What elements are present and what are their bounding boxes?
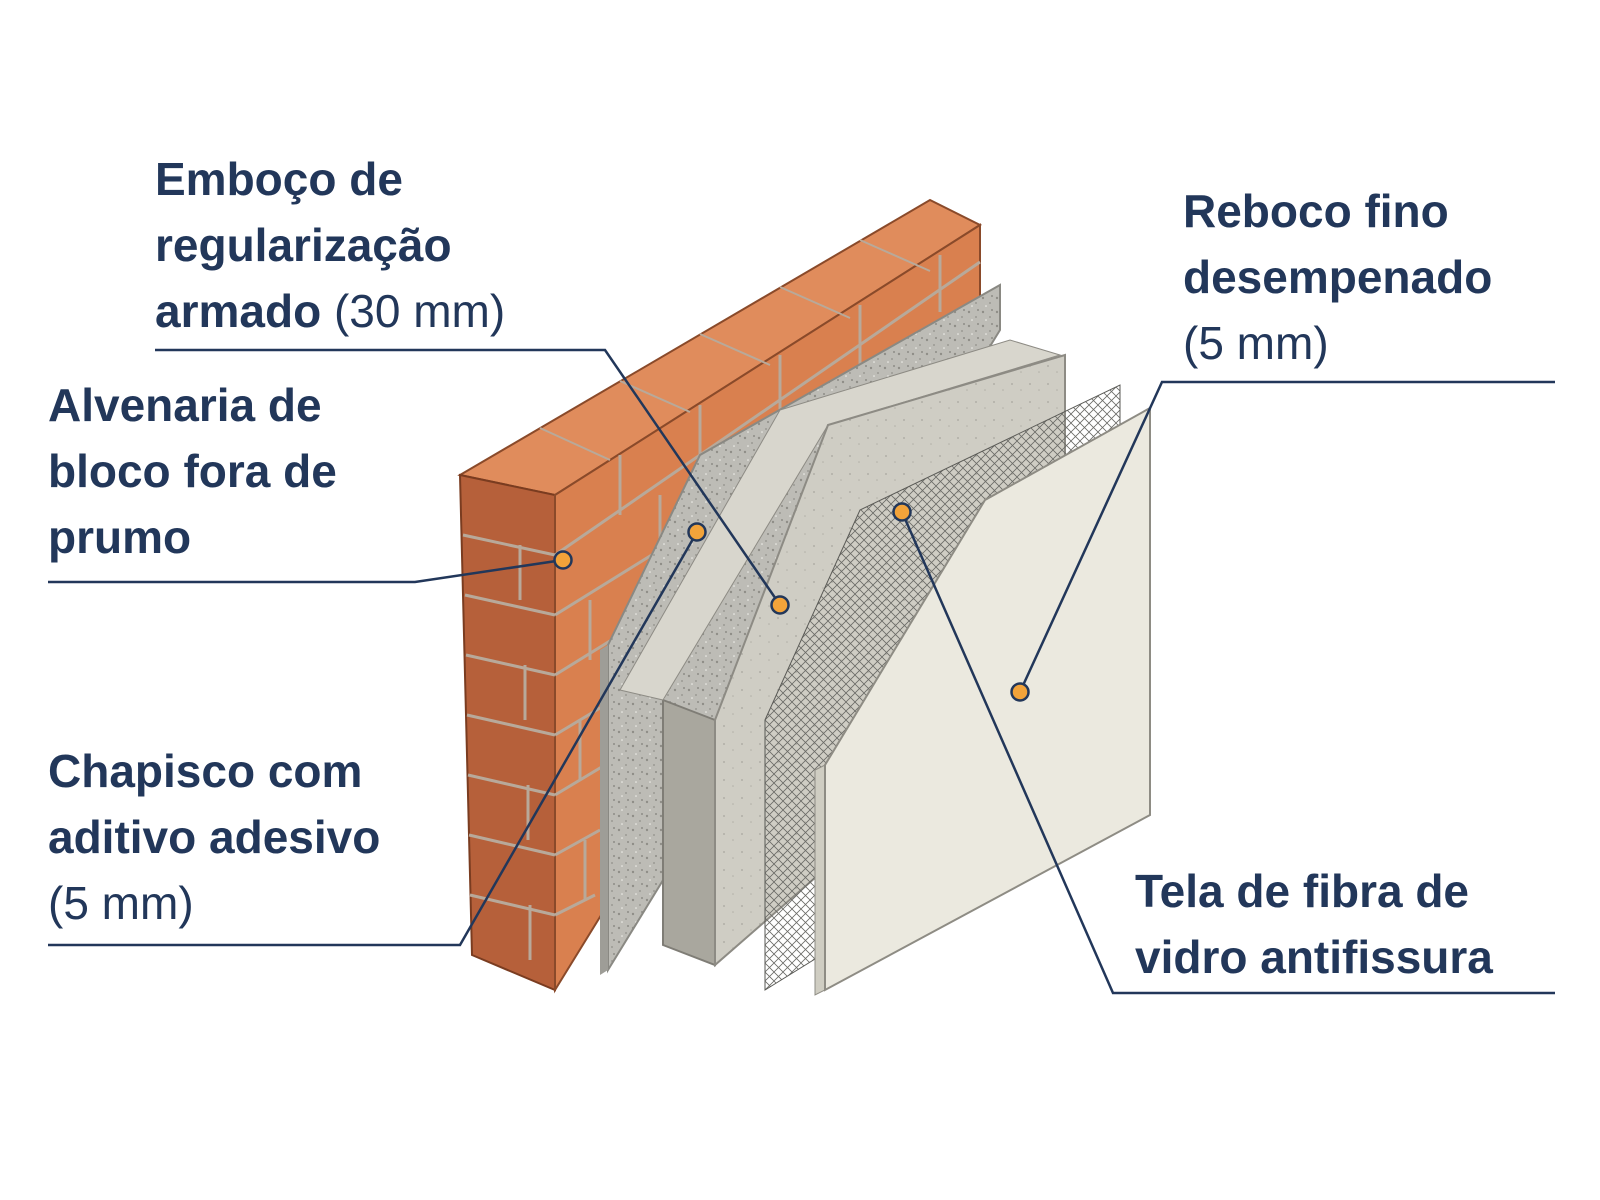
reboco-side: [814, 764, 826, 996]
layer-markers: [553, 502, 1030, 702]
leader-reboco: [1018, 380, 1555, 693]
label-chapisco-line2: aditivo adesivo: [48, 811, 381, 863]
label-emboco: Emboço de regularização armado (30 mm): [155, 146, 505, 344]
label-reboco: Reboco fino desempenado (5 mm): [1183, 178, 1492, 376]
label-tela-line1: Tela de fibra de: [1135, 865, 1470, 917]
label-tela-line2: vidro antifissura: [1135, 931, 1493, 983]
marker-chapisco: [687, 522, 707, 542]
chapisco-edge: [600, 645, 608, 975]
leader-alvenaria: [48, 558, 564, 584]
marker-tela: [892, 502, 912, 522]
brick-top-joints: [539, 239, 931, 461]
leader-tela: [900, 511, 1555, 995]
label-tela: Tela de fibra de vidro antifissura: [1135, 858, 1493, 990]
label-reboco-line1: Reboco fino: [1183, 185, 1449, 237]
label-emboco-line2: regularização: [155, 219, 452, 271]
label-alvenaria-line3: prumo: [48, 511, 192, 563]
emboco-side: [662, 698, 716, 967]
label-alvenaria-line1: Alvenaria de: [48, 379, 322, 431]
label-chapisco-line1: Chapisco com: [48, 745, 363, 797]
label-chapisco: Chapisco com aditivo adesivo (5 mm): [48, 738, 380, 936]
reboco-face: [824, 406, 1151, 992]
marker-alvenaria: [553, 550, 573, 570]
label-emboco-line3-bold: armado: [155, 285, 322, 337]
label-emboco-line1: Emboço de: [155, 153, 403, 205]
label-reboco-line3: (5 mm): [1183, 317, 1329, 369]
label-reboco-line2: desempenado: [1183, 251, 1493, 303]
leader-emboco: [155, 348, 782, 606]
marker-emboco: [770, 595, 790, 615]
leader-lines: [48, 348, 1555, 995]
label-emboco-line3-normal: (30 mm): [321, 285, 506, 337]
label-alvenaria-line2: bloco fora de: [48, 445, 337, 497]
reboco-layer: [814, 406, 1151, 996]
label-alvenaria: Alvenaria de bloco fora de prumo: [48, 372, 337, 570]
marker-reboco: [1010, 682, 1030, 702]
leader-chapisco: [48, 531, 699, 947]
label-chapisco-line3: (5 mm): [48, 877, 194, 929]
